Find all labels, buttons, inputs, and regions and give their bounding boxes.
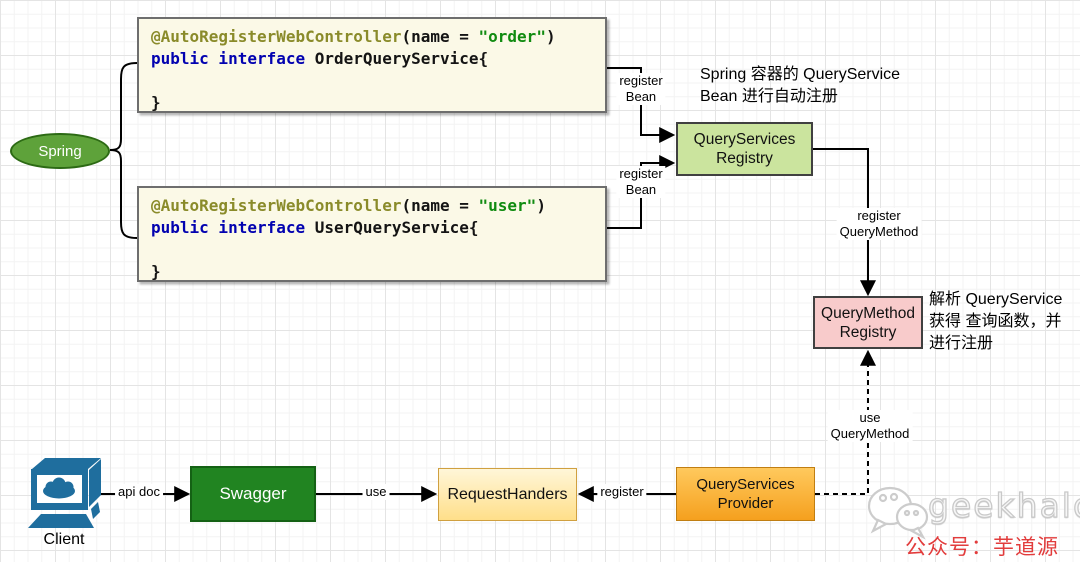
code-line-declaration: public interface UserQueryService{ — [151, 217, 605, 239]
edge-label-register-bean-bottom: register Bean — [616, 166, 666, 198]
code-line-annotation: @AutoRegisterWebController(name = "order… — [151, 26, 605, 48]
query-method-note: 解析 QueryService 获得 查询函数，并 进行注册 — [929, 291, 1063, 352]
code-box-user: @AutoRegisterWebController(name = "user"… — [137, 186, 607, 282]
client-node-label: Client — [43, 531, 85, 548]
code-line-declaration: public interface OrderQueryService{ — [151, 48, 605, 70]
query-method-registry-node: QueryMethod Registry — [813, 296, 923, 349]
wechat-logo-icon — [867, 486, 929, 540]
code-closing-brace: } — [151, 262, 161, 281]
edge-label-use-querymethod: use QueryMethod — [827, 410, 913, 442]
edge-label-register-bean-top: register Bean — [616, 73, 666, 105]
code-line-blank — [151, 70, 605, 92]
edge-label-register: register — [597, 484, 647, 500]
code-line-annotation: @AutoRegisterWebController(name = "user"… — [151, 195, 605, 217]
code-line-closing: } — [151, 92, 605, 114]
code-line-closing: } — [151, 261, 605, 283]
code-declaration: UserQueryService{ — [305, 218, 479, 237]
code-line-blank — [151, 239, 605, 261]
code-string: "user" — [478, 196, 537, 215]
code-annotation: @AutoRegisterWebController — [151, 27, 402, 46]
code-args-open: (name = — [401, 27, 479, 46]
edge-label-use: use — [362, 484, 390, 500]
watermark-caption: 公众号：芋道源码 — [905, 535, 1059, 559]
client-computer-icon — [28, 458, 101, 528]
code-args-close: ) — [536, 196, 546, 215]
query-services-provider-node: QueryServices Provider — [676, 467, 815, 521]
edge-label-api-doc: api doc — [115, 484, 163, 500]
watermark-brand: geekhalo — [927, 485, 1080, 525]
code-box-order: @AutoRegisterWebController(name = "order… — [137, 17, 607, 113]
query-services-registry-node: QueryServices Registry — [676, 122, 813, 176]
spring-registry-note: Spring 容器的 QueryService Bean 进行自动注册 — [700, 66, 901, 105]
code-keyword: public interface — [151, 218, 306, 237]
request-handlers-node: RequestHanders — [438, 468, 577, 521]
spring-node: Spring — [10, 133, 110, 169]
code-declaration: OrderQueryService{ — [305, 49, 489, 68]
swagger-node: Swagger — [190, 466, 316, 522]
code-closing-brace: } — [151, 93, 161, 112]
brace-connector — [109, 62, 138, 239]
edge-label-register-querymethod: register QueryMethod — [836, 208, 922, 240]
code-args-close: ) — [545, 27, 556, 46]
code-args-open: (name = — [401, 196, 479, 215]
code-keyword: public interface — [151, 49, 306, 68]
code-annotation: @AutoRegisterWebController — [151, 196, 402, 215]
code-string: "order" — [478, 27, 546, 46]
